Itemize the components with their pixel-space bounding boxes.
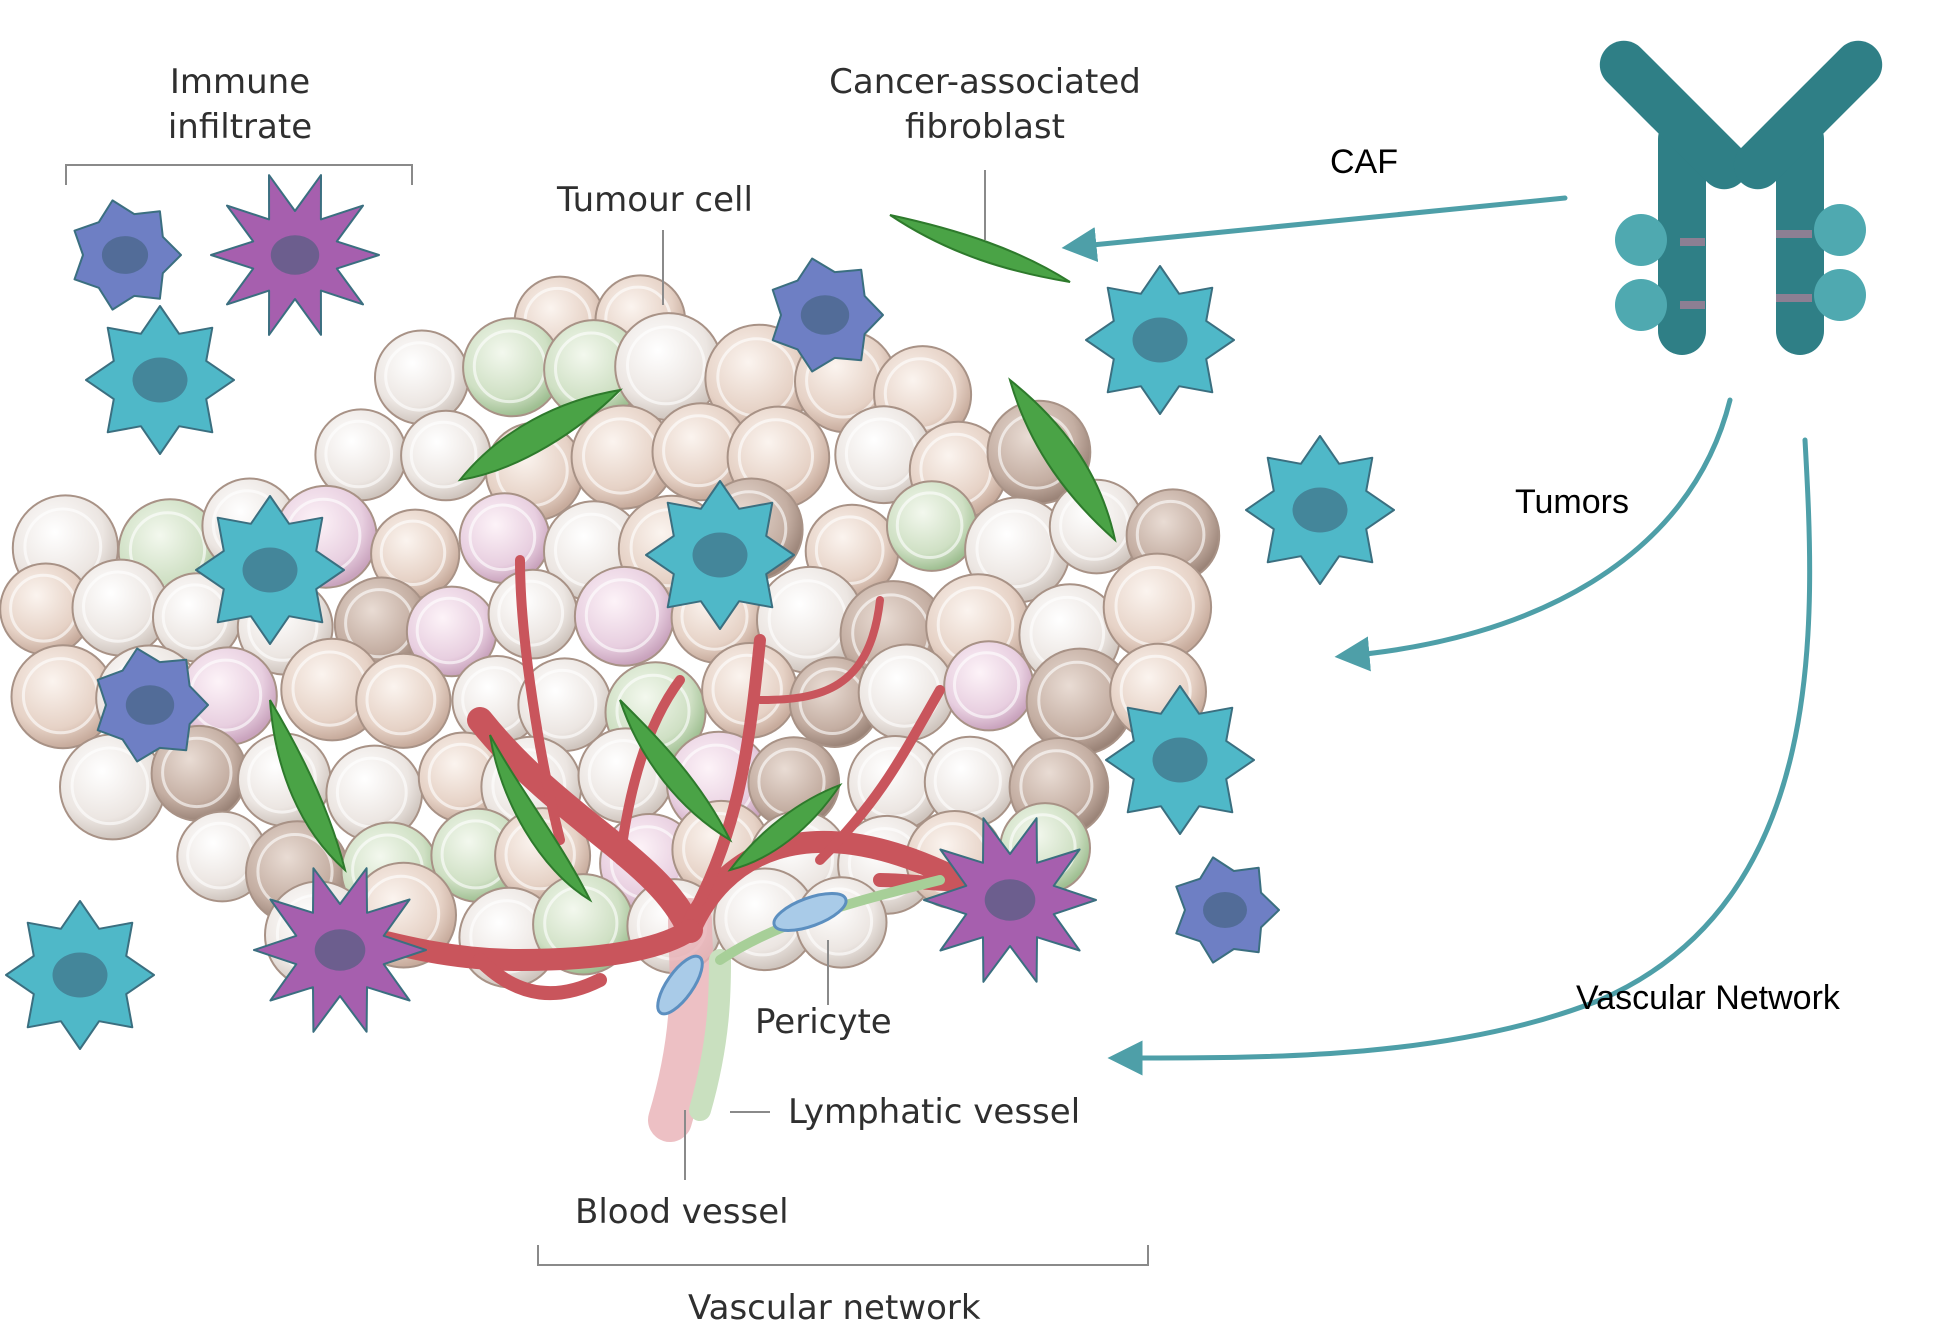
arrow-icon (1107, 437, 1813, 1076)
lymphatic-vessel-trunk (689, 949, 731, 1121)
annotation-caf: CAF (1330, 143, 1398, 181)
immune-cell (1245, 435, 1395, 585)
fibroblast (489, 734, 593, 903)
fibroblast (889, 214, 1071, 283)
immune-cells (5, 174, 1395, 1050)
fibroblast (457, 388, 623, 482)
immune-cell (195, 495, 345, 645)
fibroblast (619, 699, 733, 843)
label-blood-vessel: Blood vessel (575, 1192, 789, 1232)
tumour-cell (943, 640, 1035, 732)
tumour-cell (400, 409, 492, 502)
label-vascular-network: Vascular network (688, 1288, 981, 1328)
arrow-icon (1061, 195, 1568, 262)
pericyte (656, 954, 704, 1016)
immune-cell (73, 199, 182, 311)
label-immune-line1: Immune (169, 62, 311, 102)
cancer-associated-fibroblasts (269, 214, 1117, 903)
pericyte (772, 892, 848, 932)
vascular-bracket (537, 1245, 1149, 1266)
arrows (1061, 195, 1813, 1076)
tumour-cell (374, 329, 470, 426)
annotation-vascular-network: Vascular Network (1576, 979, 1840, 1017)
pericytes (656, 892, 848, 1016)
immune-cell (771, 257, 884, 373)
immune-cell (85, 305, 235, 455)
immune-cell (645, 480, 795, 630)
fibroblast (269, 699, 347, 873)
annotation-tumors: Tumors (1515, 483, 1629, 521)
antigen-binding-sites (1615, 204, 1866, 331)
immune-cell (253, 867, 427, 1033)
label-caf-line2: fibroblast (905, 107, 1065, 147)
tumour-cell (1102, 552, 1213, 662)
immune-bracket (65, 164, 413, 185)
immune-cell (5, 900, 155, 1050)
immune-cell (96, 647, 209, 763)
fibroblast (1008, 377, 1117, 543)
arrow-icon (1334, 397, 1733, 672)
fibroblast (727, 782, 843, 872)
tumour-cell (487, 568, 579, 660)
label-pericyte: Pericyte (755, 1002, 892, 1042)
tumour-cell (834, 405, 934, 505)
label-lymphatic-vessel: Lymphatic vessel (788, 1092, 1081, 1132)
immune-cell (1085, 265, 1235, 415)
tumour-cell (405, 585, 498, 678)
tumour-cell (886, 480, 978, 572)
immune-cell (1175, 856, 1280, 964)
antibody-icon (1599, 40, 1883, 355)
label-caf-line1: Cancer-associated (829, 62, 1141, 102)
label-tumour-cell: Tumour cell (557, 180, 753, 220)
tumour-cell (458, 492, 551, 585)
tumour-cell (573, 565, 675, 667)
leader-lines (65, 164, 1149, 1266)
immune-cell (923, 817, 1097, 983)
tumour-cell (355, 652, 452, 749)
label-immune-line2: infiltrate (167, 107, 313, 147)
immune-cell (210, 174, 380, 336)
immune-cell (1105, 685, 1255, 835)
